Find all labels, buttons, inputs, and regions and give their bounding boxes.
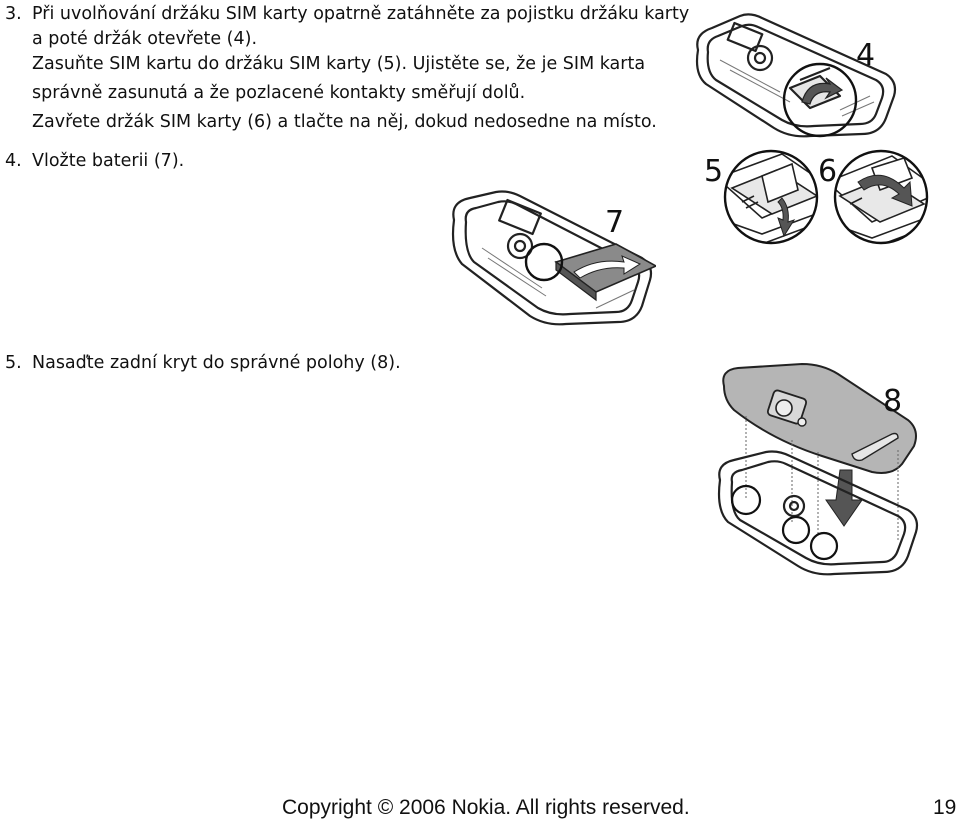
figure-label: 5 <box>704 154 724 189</box>
footer-copyright: Copyright © 2006 Nokia. All rights reser… <box>282 796 690 819</box>
step-line: Zasuňte SIM kartu do držáku SIM karty (5… <box>32 54 646 74</box>
step-5: 5. Nasaďte zadní kryt do správné polohy … <box>5 351 405 377</box>
back-cover-illustration <box>717 362 919 576</box>
sim-insert-illustration <box>723 149 819 245</box>
step-number: 3. <box>5 4 22 24</box>
figure-label: 7 <box>605 205 625 240</box>
sim-close-illustration <box>833 149 929 245</box>
figure-label: 8 <box>883 384 903 419</box>
figure-battery-insert <box>446 188 656 328</box>
figure-sim-holder-open <box>690 10 900 140</box>
step-line: Při uvolňování držáku SIM karty opatrně … <box>32 4 690 24</box>
figure-label: 6 <box>818 154 838 189</box>
page-number: 19 <box>933 796 957 819</box>
step-line: a poté držák otevřete (4). <box>32 29 258 49</box>
step-4: 4. Vložte baterii (7). <box>5 149 405 175</box>
battery-illustration <box>451 190 656 326</box>
step-3: 3. Při uvolňování držáku SIM karty opatr… <box>5 2 689 132</box>
step-line: Zavřete držák SIM karty (6) a tlačte na … <box>32 112 657 132</box>
figure-sim-close <box>832 148 932 246</box>
step-line: správně zasunutá a že pozlacené kontakty… <box>32 83 526 103</box>
figure-label: 4 <box>856 38 876 73</box>
step-number: 5. <box>5 353 22 373</box>
phone-illustration <box>695 13 897 138</box>
step-text: Při uvolňování držáku SIM karty opatrně … <box>32 2 689 135</box>
figure-sim-insert <box>722 148 822 246</box>
figure-back-cover <box>712 360 922 592</box>
step-text: Vložte baterii (7). <box>32 151 185 171</box>
step-text: Nasaďte zadní kryt do správné polohy (8)… <box>32 353 401 373</box>
step-number: 4. <box>5 151 22 171</box>
